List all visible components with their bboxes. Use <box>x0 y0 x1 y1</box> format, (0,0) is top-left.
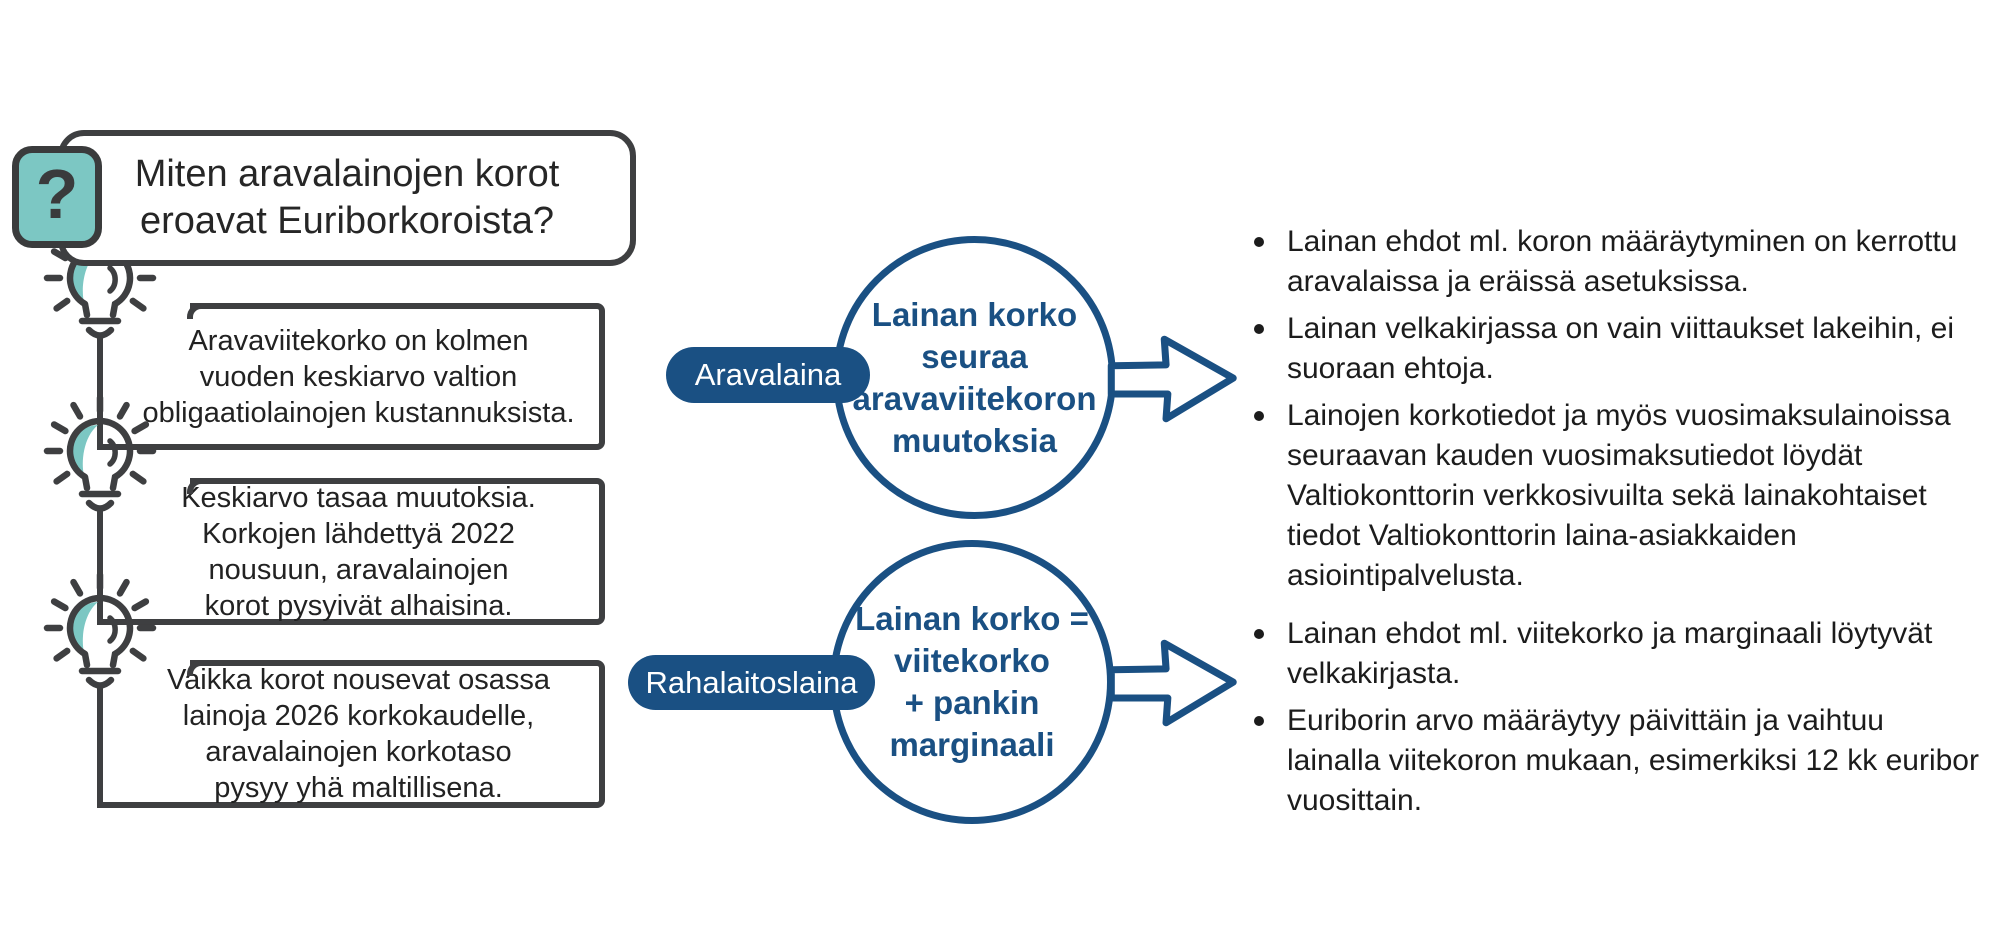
label-pill-rahalaitoslaina: Rahalaitoslaina <box>628 655 875 710</box>
list-item: Lainan velkakirjassa on vain viittaukset… <box>1245 309 1985 389</box>
pill-label: Rahalaitoslaina <box>645 664 858 700</box>
pill-label: Aravalaina <box>694 357 842 392</box>
label-pill-aravalaina: Aravalaina <box>666 347 870 403</box>
details-list-rahalaitoslaina: Lainan ehdot ml. viitekorko ja marginaal… <box>1245 614 1985 828</box>
bubble-text: Lainan korko = viitekorko + pankin margi… <box>855 600 1089 763</box>
connector-line <box>97 703 190 808</box>
insight-text: Keskiarvo tasaa muutoksia. Korkojen lähd… <box>181 481 536 622</box>
bubble-aravalaina: Lainan korko seuraa aravaviitekoron muut… <box>833 236 1116 519</box>
insight-text: Aravaviitekorko on kolmen vuoden keskiar… <box>142 324 575 429</box>
bubble-rahalaitoslaina: Lainan korko = viitekorko + pankin margi… <box>830 540 1114 824</box>
question-icon: ? <box>12 146 102 248</box>
list-item: Euriborin arvo määräytyy päivittäin ja v… <box>1245 701 1985 821</box>
insight-box-2: Keskiarvo tasaa muutoksia. Korkojen lähd… <box>181 478 605 625</box>
arrow-right-icon <box>1105 630 1243 736</box>
insight-box-1: Aravaviitekorko on kolmen vuoden keskiar… <box>142 303 605 450</box>
list-item: Lainan ehdot ml. koron määräytyminen on … <box>1245 222 1985 302</box>
title-box: Miten aravalainojen korot eroavat Euribo… <box>58 130 636 266</box>
arrow-right-icon <box>1105 326 1243 432</box>
list-item: Lainojen korkotiedot ja myös vuosimaksul… <box>1245 396 1985 596</box>
insight-box-3: Vaikka korot nousevat osassa lainoja 202… <box>167 660 605 808</box>
insight-text: Vaikka korot nousevat osassa lainoja 202… <box>166 664 551 804</box>
details-list-aravalaina: Lainan ehdot ml. koron määräytyminen on … <box>1245 222 1985 603</box>
list-item: Lainan ehdot ml. viitekorko ja marginaal… <box>1245 614 1985 694</box>
question-glyph: ? <box>35 155 79 233</box>
page-title: Miten aravalainojen korot eroavat Euribo… <box>134 153 560 242</box>
bubble-text: Lainan korko seuraa aravaviitekoron muut… <box>852 295 1097 459</box>
